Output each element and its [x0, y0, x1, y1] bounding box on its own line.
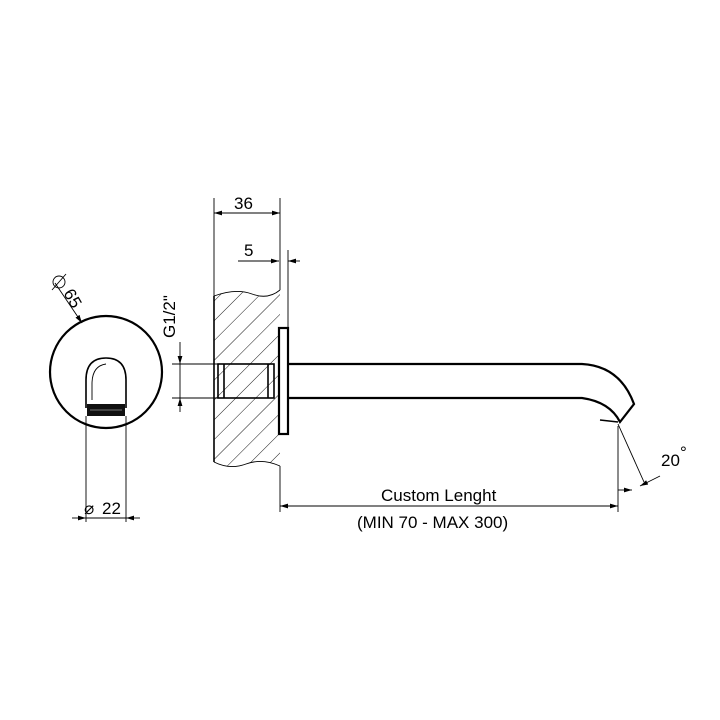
dim-36-label: 36 [234, 194, 253, 213]
side-view: 36 5 G1/2" Custom Lenght (MIN 70 - MAX 3… [160, 194, 687, 532]
diameter-22-label: 22 [102, 499, 121, 518]
wall-section [214, 290, 280, 467]
dim-5-label: 5 [244, 241, 253, 260]
diameter-65-leader [54, 282, 83, 324]
length-label: Custom Lenght [381, 486, 497, 505]
length-range-label: (MIN 70 - MAX 300) [357, 513, 508, 532]
outlet-body [85, 357, 127, 408]
diameter-22-symbol: ⌀ [84, 499, 94, 518]
angle-label: 20 [661, 451, 680, 470]
diameter-65-symbol [52, 275, 66, 289]
degree-symbol: ° [680, 443, 687, 462]
front-view: 65 ⌀ 22 [48, 273, 164, 522]
diameter-65-label: 65 [60, 286, 86, 312]
spout-body [288, 362, 636, 425]
angle-ref-line [617, 423, 645, 483]
threaded-connector [217, 363, 275, 399]
flange-circle [48, 314, 164, 430]
flange-plate [277, 326, 290, 436]
thread-label: G1/2" [160, 295, 179, 338]
outlet-inner-curve [91, 363, 107, 400]
